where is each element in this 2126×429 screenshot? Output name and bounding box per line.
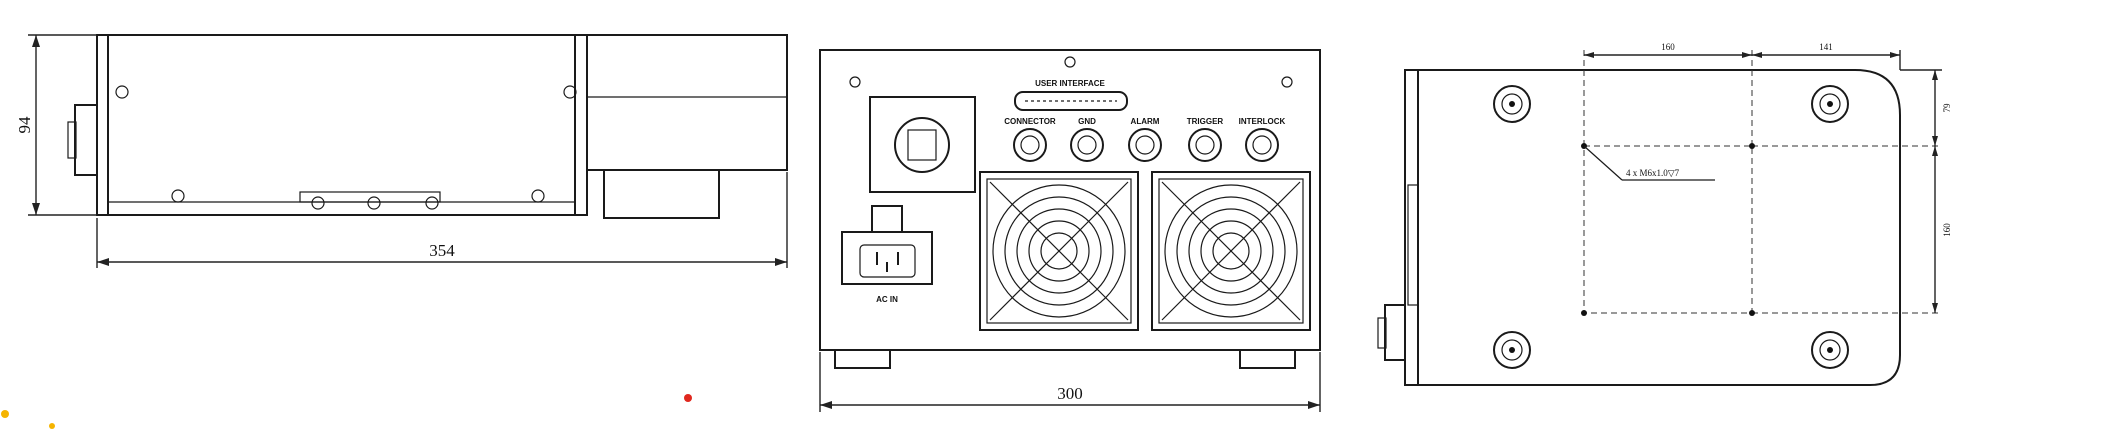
rear-panel-view: USER INTERFACE CONNECTOR GND ALARM TRIGG… [819,49,1321,412]
hole-callout: 4 x M6x1.0▽7 [1626,168,1680,178]
bottom-bracket [1384,304,1406,361]
orange-dot [1,410,9,418]
side-screws [115,85,577,210]
dim-right-top: 79 [1942,103,1952,113]
rear-panel-screws [849,56,1293,88]
connector-label-2: GND [1078,117,1096,126]
rear-panel-outline [819,49,1321,351]
user-interface-label: USER INTERFACE [1035,79,1105,88]
rear-width-label: 300 [1057,384,1083,403]
round-connectors: CONNECTOR GND ALARM TRIGGER INTERLOCK [1004,117,1286,162]
fan-right [1151,171,1311,331]
connector-label-3: ALARM [1131,117,1160,126]
db-connector [1014,91,1128,111]
connector-label-5: INTERLOCK [1239,117,1286,126]
red-dot [684,394,692,402]
fiber-output-plate [869,96,976,193]
fiber-output-port [894,117,950,173]
bottom-outline [1404,69,1901,386]
side-connector [74,104,98,176]
side-foot-block [603,169,720,219]
connector-label-1: CONNECTOR [1004,117,1056,126]
ac-inlet [841,231,933,285]
side-length-label: 354 [429,241,455,260]
side-view: 94 354 [15,34,788,268]
dim-right-main: 160 [1942,223,1952,237]
rear-foot-right [1239,349,1296,369]
dim-top-left: 160 [1661,42,1675,52]
connector-label-4: TRIGGER [1187,117,1224,126]
rear-foot-left [834,349,891,369]
bottom-view: 4 x M6x1.0▽7 160 141 79 160 [1377,42,1952,386]
bottom-feet [1493,85,1849,369]
orange-dot-2 [49,423,55,429]
side-module [586,34,788,171]
hole-pattern [1583,145,1753,314]
dim-top-right: 141 [1819,42,1833,52]
side-height-label: 94 [15,116,34,134]
ac-in-label: AC IN [876,295,898,304]
fan-left [979,171,1139,331]
side-body [96,34,588,216]
